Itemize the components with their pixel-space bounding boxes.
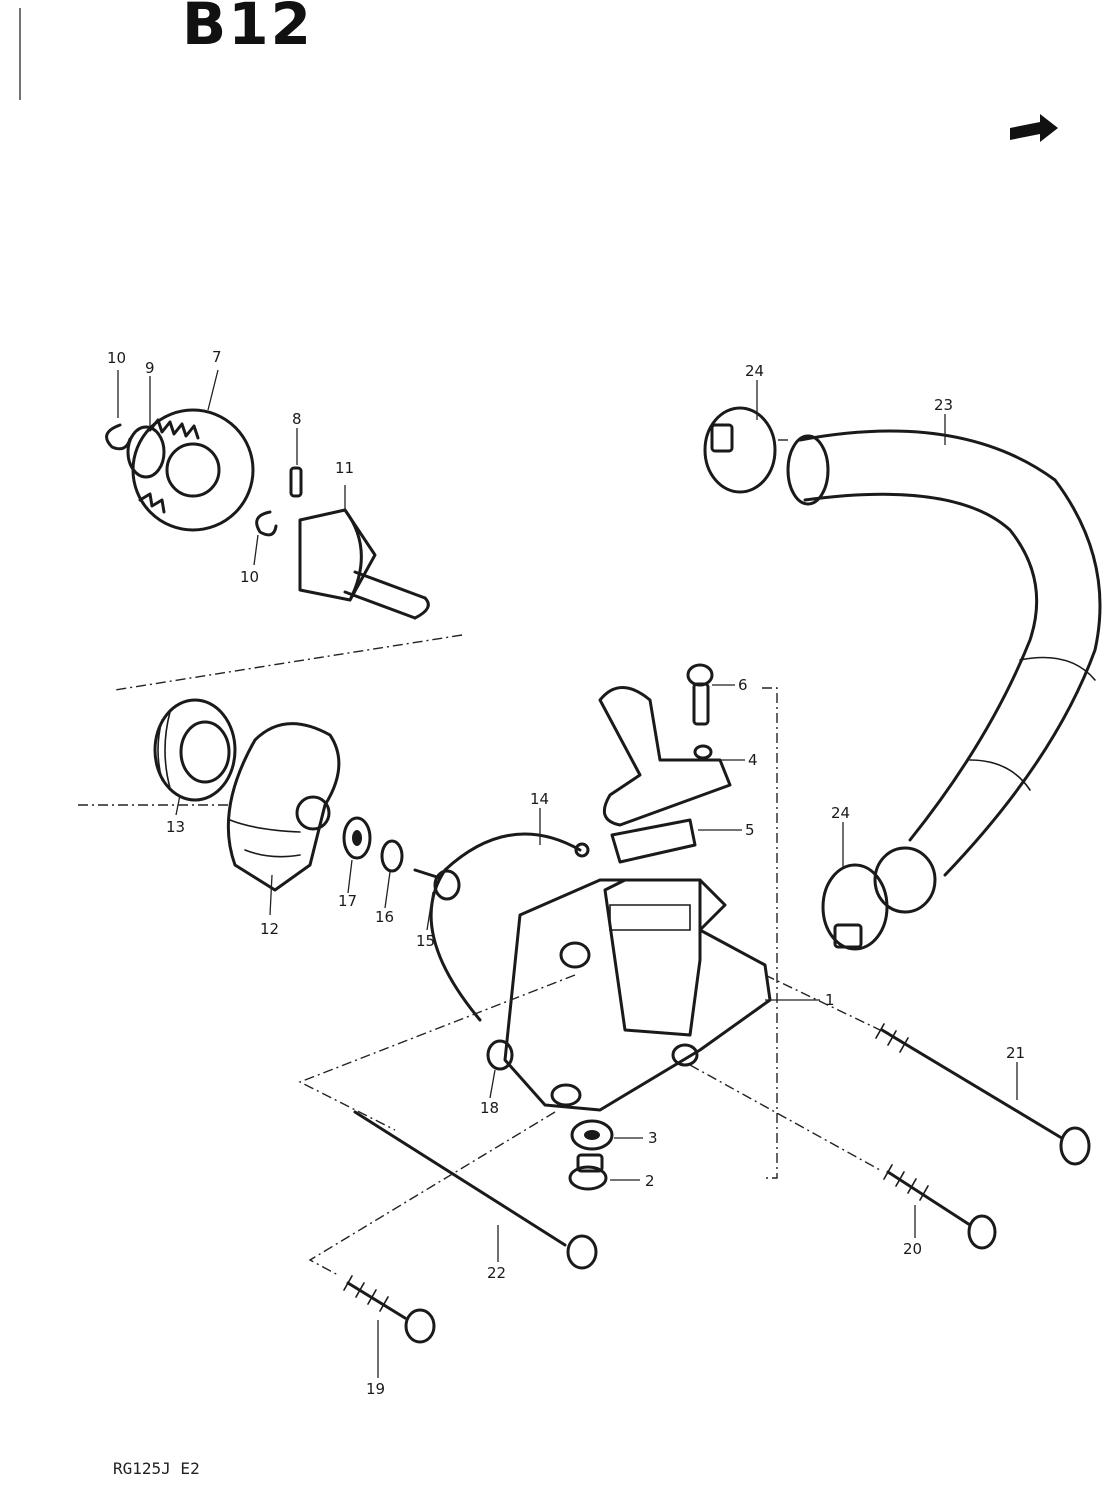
callout-12: 12 bbox=[260, 920, 279, 938]
callout-17: 17 bbox=[338, 892, 357, 910]
callout-2: 2 bbox=[645, 1172, 655, 1190]
callout-10-lower: 10 bbox=[240, 568, 259, 586]
screw-part-6 bbox=[686, 663, 714, 726]
callout-labels: 10 9 7 8 11 10 13 12 17 16 15 14 18 3 2 … bbox=[107, 348, 1025, 1398]
washer-part-16 bbox=[380, 839, 404, 873]
alignment-line-bolt-20 bbox=[689, 1064, 881, 1171]
bolt-part-21 bbox=[875, 1023, 1091, 1166]
callout-9: 9 bbox=[145, 359, 155, 377]
callout-24-upper: 24 bbox=[745, 362, 764, 380]
gasket-part-5 bbox=[610, 818, 697, 864]
pump-shaft-part-11 bbox=[298, 508, 430, 620]
o-ring-part-14 bbox=[429, 832, 590, 1022]
callout-23: 23 bbox=[934, 396, 953, 414]
bolt-part-19 bbox=[343, 1275, 436, 1344]
leader-lines bbox=[117, 369, 1018, 1378]
callout-15: 15 bbox=[416, 932, 435, 950]
callout-1: 1 bbox=[825, 991, 835, 1009]
callout-20: 20 bbox=[903, 1240, 922, 1258]
washer-part-9 bbox=[126, 425, 166, 479]
pin-part-8 bbox=[289, 466, 303, 498]
callout-11: 11 bbox=[335, 459, 354, 477]
alignment-line-case-bottom bbox=[308, 1111, 556, 1276]
assembly-bracket bbox=[762, 687, 778, 1179]
alignment-line-bolt-21 bbox=[764, 974, 881, 1031]
callout-21: 21 bbox=[1006, 1044, 1025, 1062]
callout-22: 22 bbox=[487, 1264, 506, 1282]
water-pump-case-part-1 bbox=[503, 878, 772, 1112]
impeller-part-12 bbox=[226, 722, 341, 892]
bolt-part-22 bbox=[353, 1110, 598, 1270]
callout-19: 19 bbox=[366, 1380, 385, 1398]
hose-clamp-part-24-upper bbox=[703, 406, 777, 494]
callout-7: 7 bbox=[212, 348, 222, 366]
bolt-part-15 bbox=[413, 868, 461, 901]
washer-part-17 bbox=[342, 816, 372, 860]
diagram-title: B12 bbox=[182, 0, 313, 58]
clip-part-10-lower bbox=[255, 510, 278, 537]
alignment-line-shaft bbox=[114, 634, 463, 691]
callout-4: 4 bbox=[748, 751, 758, 769]
oil-seal-part-13 bbox=[153, 698, 237, 802]
washer-part-3 bbox=[570, 1119, 614, 1151]
drain-bolt-part-2 bbox=[568, 1153, 608, 1191]
alignment-line-case-left bbox=[298, 974, 576, 1131]
callout-14: 14 bbox=[530, 790, 549, 808]
callout-24-lower: 24 bbox=[831, 804, 850, 822]
callout-3: 3 bbox=[648, 1129, 658, 1147]
water-hose-part-23 bbox=[786, 429, 1102, 914]
clip-part-10-upper bbox=[105, 423, 132, 451]
bolt-part-20 bbox=[883, 1164, 997, 1250]
hose-clamp-part-24-lower bbox=[821, 863, 889, 951]
callout-13: 13 bbox=[166, 818, 185, 836]
dowel-part-18 bbox=[486, 1039, 514, 1071]
callout-5: 5 bbox=[745, 821, 755, 839]
model-code-footer: RG125J E2 bbox=[113, 1459, 200, 1478]
direction-arrow-icon bbox=[1010, 114, 1058, 142]
callout-8: 8 bbox=[292, 410, 302, 428]
callout-16: 16 bbox=[375, 908, 394, 926]
callout-10-upper: 10 bbox=[107, 349, 126, 367]
callout-18: 18 bbox=[480, 1099, 499, 1117]
elbow-part-4 bbox=[598, 686, 732, 827]
callout-6: 6 bbox=[738, 676, 748, 694]
